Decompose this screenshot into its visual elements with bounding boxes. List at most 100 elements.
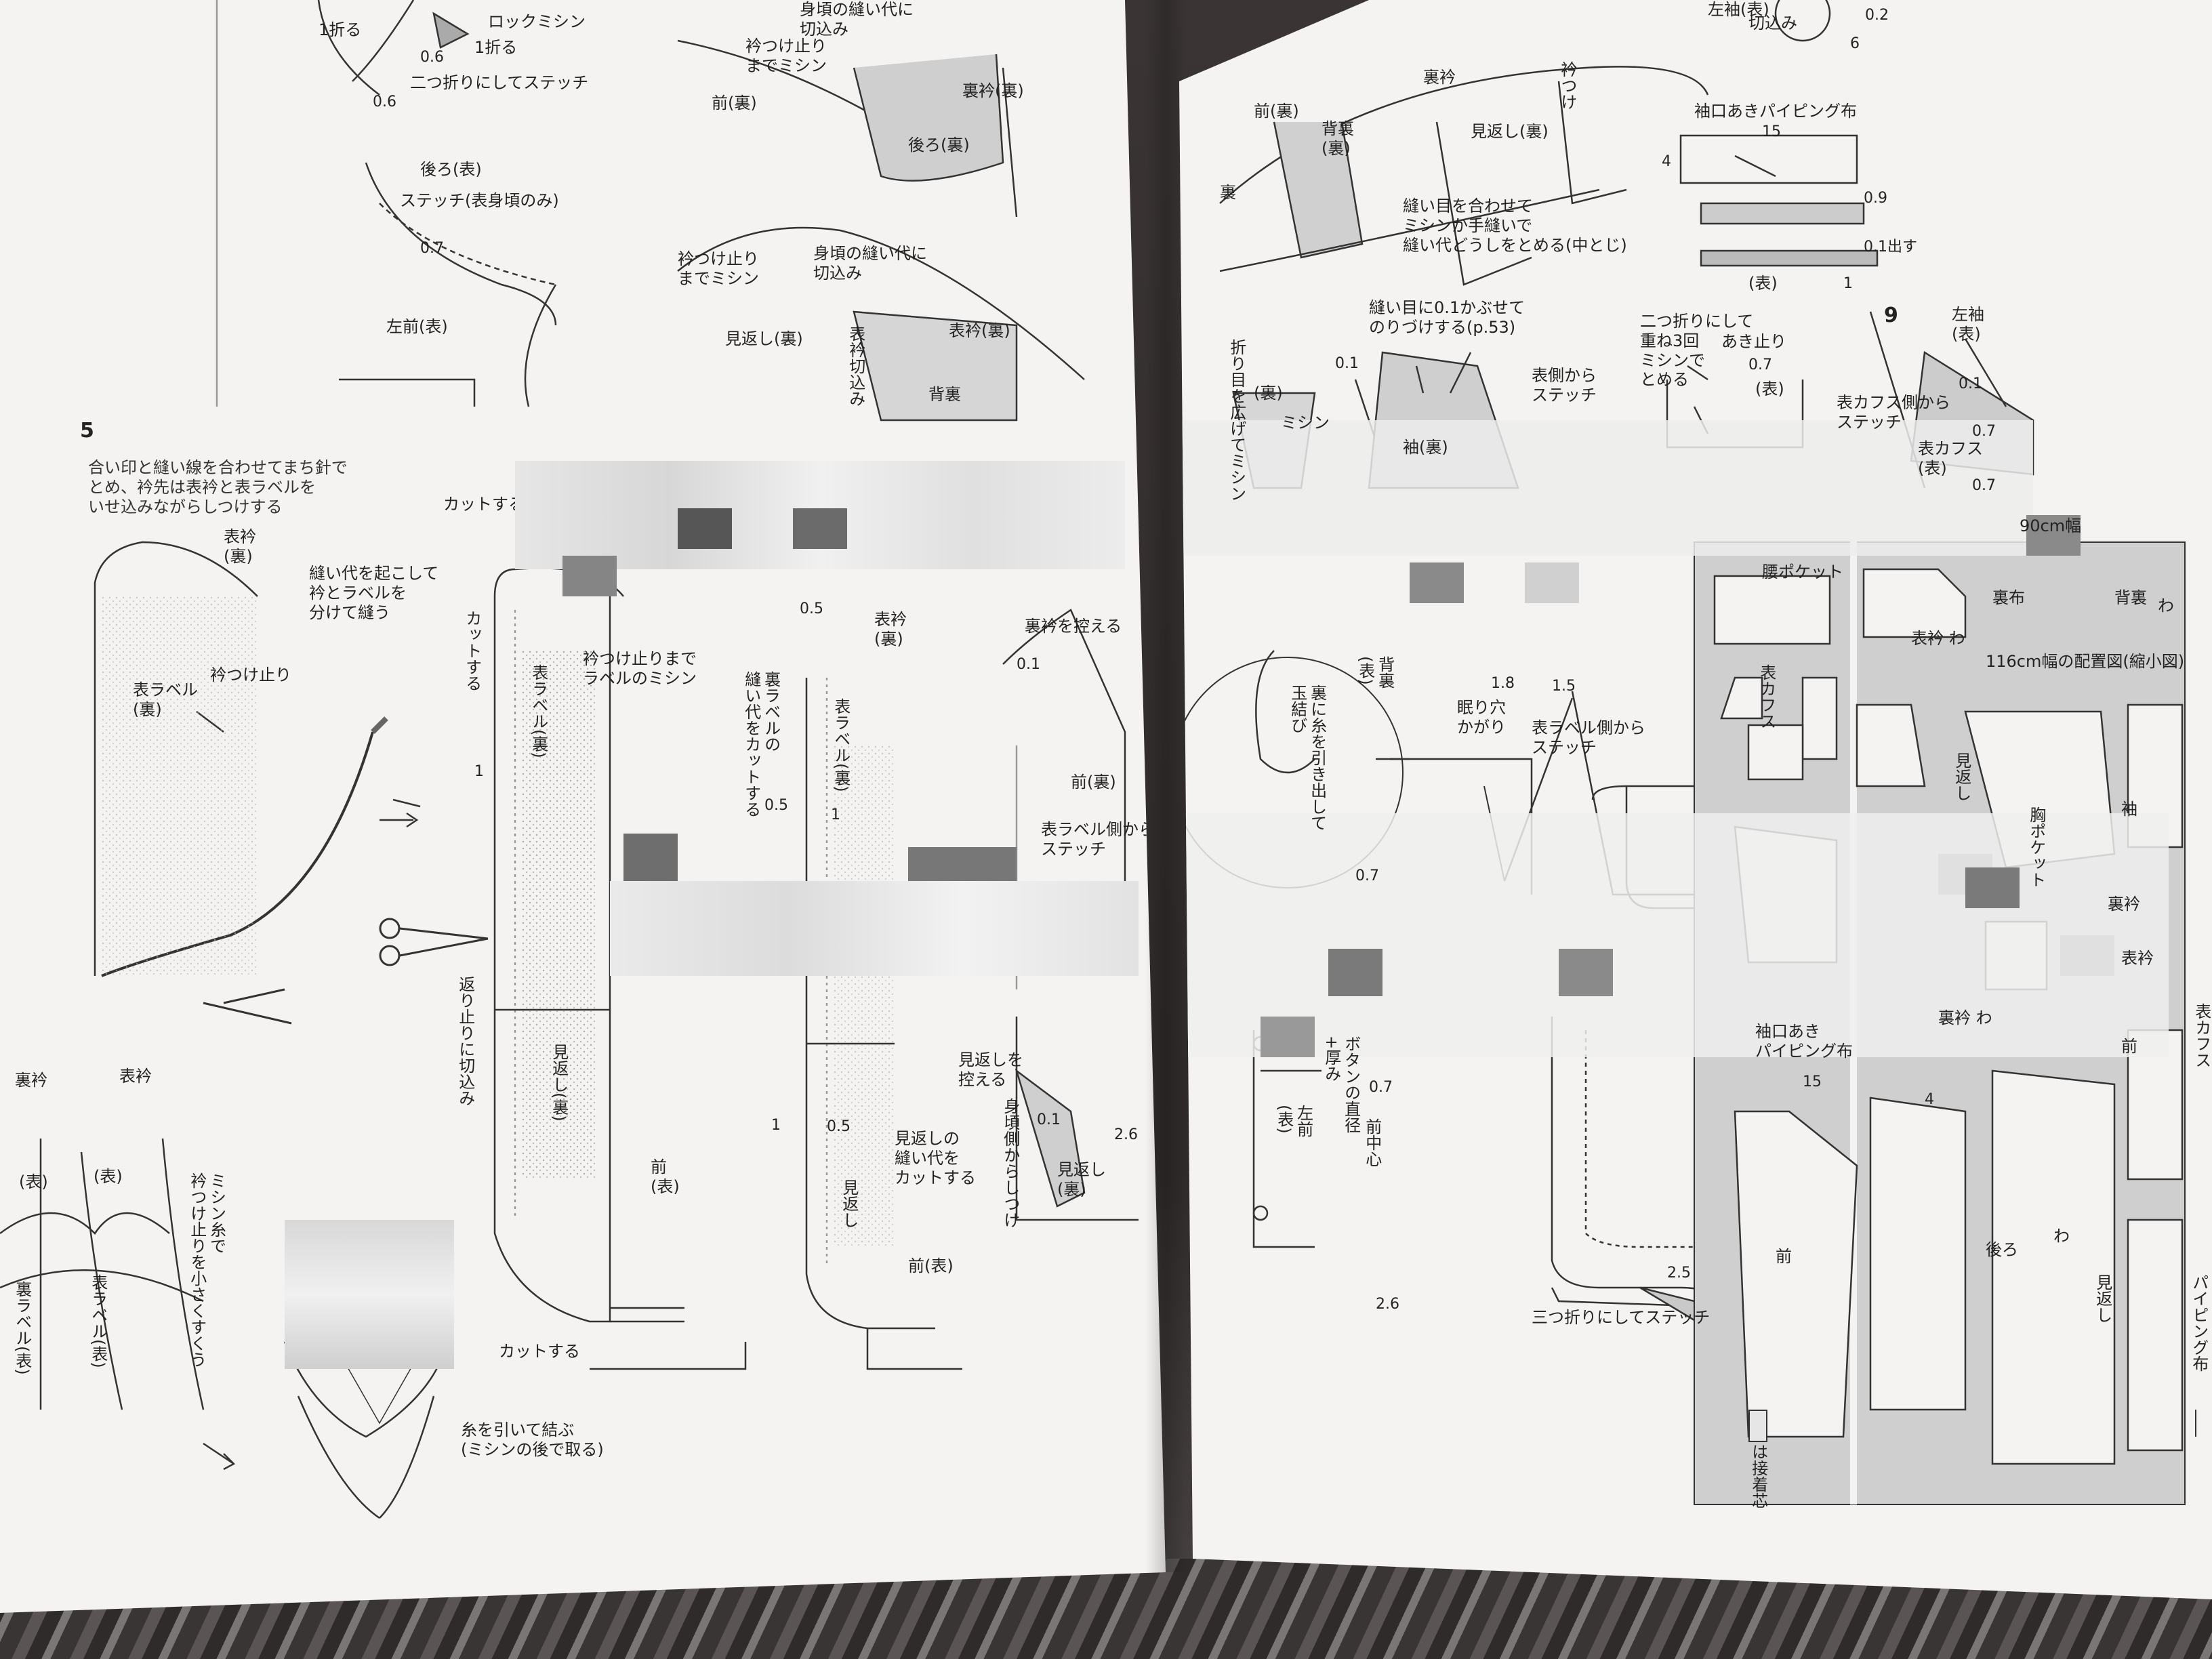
label-m25: 2.5 — [1667, 1265, 1691, 1282]
label-button-size: ボタンの直径 +厚み — [1322, 1036, 1361, 1133]
label-cut-suru-v: カットする — [462, 610, 482, 691]
label-omote-eri-ura3: 表衿 (裏) — [874, 610, 907, 649]
label-m01b: 0.1 — [1037, 1111, 1061, 1128]
label-mikaeshi-r: 見返し — [1952, 752, 1971, 801]
scissors-icon — [379, 918, 489, 966]
label-omote-label: 表ラベル(表) — [88, 1274, 108, 1368]
label-omote-eri-ura2: 表衿 (裏) — [224, 527, 256, 566]
mosaic-block — [285, 1220, 454, 1369]
label-omote-cuffs: 表カフス (表) — [1918, 439, 1983, 478]
label-m07-r: 0.7 — [1748, 356, 1772, 373]
label-m01dasu: 0.1出す — [1864, 239, 1917, 255]
label-mikaeshi-ura-r: 見返し(裏) — [1471, 122, 1549, 141]
label-ori-hirogete: 折り目を広げてミシン — [1227, 339, 1246, 501]
label-machine-r: ミシン — [1281, 413, 1330, 432]
label-m26-r: 2.6 — [1376, 1296, 1399, 1313]
label-mikaeshi-ura3: 見返し (裏) — [1057, 1160, 1106, 1199]
label-m01: 0.1 — [1017, 656, 1040, 673]
label-ura-eri: 裏衿 — [15, 1071, 47, 1090]
label-nuime-awasete: 縫い目を合わせて ミシンか手縫いで 縫い代どうしをとめる(中とじ) — [1403, 197, 1627, 255]
label-ura-label-cut: 裏ラベルの 縫い代をカットする — [741, 671, 781, 817]
label-hidari-mae: 左前 (表) — [1274, 1105, 1313, 1137]
label-migoro-nuishiro2: 身頃の縫い代に 切込み — [813, 244, 927, 283]
label-left-front: 左前(表) — [386, 317, 448, 336]
label-m09: 0.9 — [1864, 190, 1887, 207]
label-omote-eri-ura: 表衿(裏) — [949, 321, 1010, 340]
label-omote-label-ura3: 表ラベル(裏) — [831, 698, 851, 792]
label-mae-ura2: 前(裏) — [1071, 773, 1116, 792]
label-ura-eri-r: 裏衿 — [1423, 68, 1456, 87]
label-eri-stop-machine2: 衿つけ止り までミシン — [678, 249, 759, 288]
label-mikaeshi2-r: 見返し — [2093, 1274, 2112, 1323]
label-omote-label-stitch: 表ラベル側から ステッチ — [1532, 718, 1645, 757]
label-ushiro: 後ろ — [1986, 1240, 2018, 1259]
label-width90: 90cm幅 — [2020, 516, 2082, 535]
label-mikaeshi-ura: 見返し(裏) — [725, 329, 803, 348]
label-mikaeshi-nuishiro-cut: 見返しの 縫い代を カットする — [895, 1129, 976, 1187]
label-width116: 116cm幅の配置図(縮小図) — [1986, 652, 2185, 671]
label-m06b: 0.6 — [373, 94, 396, 110]
label-m15b: 1.5 — [1552, 678, 1576, 695]
label-omote-eri-r: 表衿 — [2121, 949, 2154, 968]
label-menuri: 眠り穴 かがり — [1457, 698, 1506, 737]
label-kirikomi: 切込み — [1748, 14, 1797, 33]
label-m15: 15 — [1762, 123, 1781, 140]
label-m6: 6 — [1850, 35, 1860, 52]
label-m07c-r: 0.7 — [1972, 477, 1996, 494]
label-eri-tsuke-r: 衿つけ — [1557, 61, 1577, 110]
label-sode: 袖 — [2121, 800, 2137, 819]
label-m02: 0.2 — [1865, 7, 1889, 24]
label-machine-ito: ミシン糸で 衿つけ止りを小さくすくう — [187, 1172, 226, 1368]
label-nitsuori-r: 二つ折りにして 重ね3回 ミシンで とめる — [1640, 312, 1754, 390]
label-m05b: 0.5 — [764, 797, 788, 814]
left-page: 1折る ロックミシン 1折る 0.6 0.6 二つ折りにしてステッチ 後ろ(表)… — [0, 0, 1166, 1613]
label-lock-machine: ロックミシン — [488, 12, 586, 31]
label-ura-label: 裏ラベル(表) — [12, 1281, 32, 1375]
label-mae-r: 前 — [2121, 1037, 2137, 1056]
label-koshi-pocket: 腰ポケット — [1762, 562, 1843, 581]
label-cut-suru-bottom: カットする — [499, 1342, 580, 1361]
label-mitsuori-stitch: 三つ折りにしてステッチ — [1532, 1308, 1711, 1327]
label-ura-eri-hikaeru: 裏衿を控える — [1025, 617, 1122, 636]
label-kaeshi-kirikomi: 返り止りに切込み — [455, 976, 475, 1106]
label-m06a: 0.6 — [420, 49, 444, 66]
label-mikaeshi: 見返し — [839, 1179, 859, 1228]
label-omote-eri-wa: 表衿 わ — [1911, 629, 1965, 648]
label-omote-eri-kirikomi: 表衿切込み — [846, 325, 865, 407]
label-m07: 0.7 — [420, 240, 444, 257]
label-omote-paren2: (表) — [94, 1167, 123, 1186]
label-eri-stop: 衿つけ止り — [210, 665, 291, 684]
label-mune-pocket: 胸ポケット — [2026, 806, 2046, 888]
label-m4: 4 — [1662, 153, 1671, 170]
label-ura2-r: (裏) — [1254, 384, 1283, 403]
mosaic-block — [562, 556, 617, 596]
label-ura-eri-wa: 裏衿 わ — [1938, 1008, 1992, 1027]
label-sebura3: 背裏 (表) — [1355, 656, 1395, 689]
mosaic-block — [623, 834, 678, 881]
step-number-5: 5 — [80, 419, 94, 443]
mosaic-block — [678, 508, 732, 549]
label-mae-omote2: 前(表) — [908, 1256, 954, 1275]
label-fold1b: 1折る — [474, 38, 518, 57]
label-m4b: 4 — [1925, 1091, 1934, 1108]
label-ura-r: 裏 — [1220, 183, 1236, 202]
label-m07b-r: 0.7 — [1972, 423, 1996, 440]
label-omote2-r: (表) — [1755, 380, 1784, 398]
left-page-drawings — [0, 0, 1139, 1519]
label-wa2: わ — [2053, 1227, 2070, 1246]
label-m05c: 0.5 — [827, 1118, 851, 1135]
label-hidari-sode: 左袖(表) — [1708, 0, 1769, 19]
label-omote-label-side: 表ラベル側から ステッチ — [1041, 820, 1155, 859]
label-legend: は接着芯 — [1748, 1443, 1768, 1509]
label-mae-ura: 前(裏) — [712, 94, 757, 112]
label-omote-r: (表) — [1748, 274, 1778, 293]
label-sodeguchi-aki: 袖口あき パイピング布 — [1755, 1022, 1853, 1061]
label-nuishiro-okoshite: 縫い代を起こして 衿とラベルを 分けて縫う — [309, 564, 439, 622]
label-fold1: 1折る — [319, 20, 362, 39]
label-ura-ito: 裏に糸を引き出して 玉結び — [1288, 684, 1327, 831]
label-m18: 1.8 — [1491, 675, 1515, 692]
label-m01-r: 0.1 — [1335, 355, 1359, 372]
label-one-r: 1 — [1843, 275, 1853, 292]
label-hidari-sode2: 左袖 (表) — [1952, 305, 1984, 344]
label-urafu: 裏布 — [1992, 588, 2025, 607]
